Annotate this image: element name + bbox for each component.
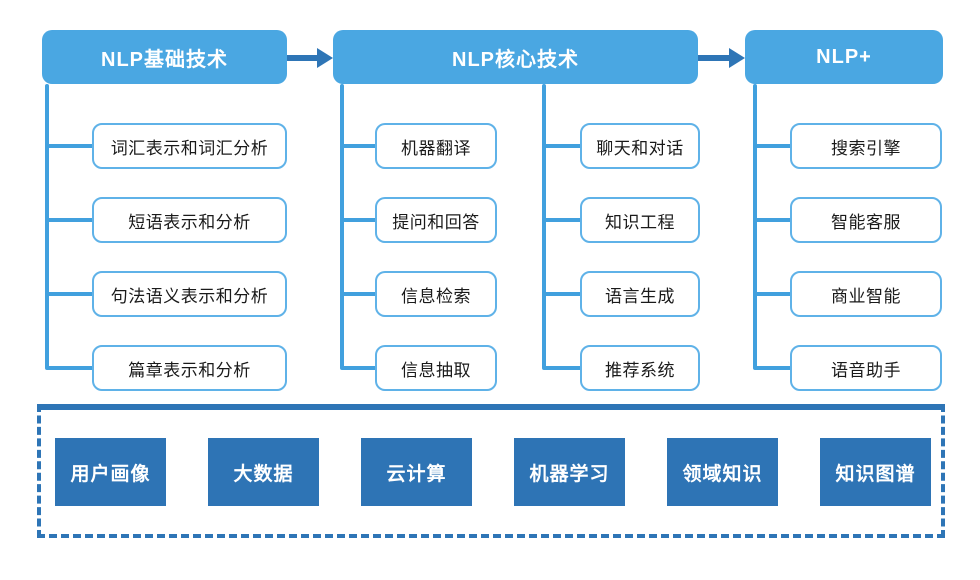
connector-line — [342, 144, 375, 148]
arrow-right-icon — [698, 48, 745, 68]
connector-line — [755, 218, 790, 222]
connector-line — [342, 292, 375, 296]
chip-machine-learning: 机器学习 — [514, 438, 625, 506]
node-syntax-semantics: 句法语义表示和分析 — [92, 271, 287, 317]
connector-line — [342, 218, 375, 222]
connector-line — [47, 144, 92, 148]
node-knowledge-engineering: 知识工程 — [580, 197, 700, 243]
node-voice-assistant: 语音助手 — [790, 345, 942, 391]
connector-line — [544, 366, 580, 370]
connector-line — [544, 292, 580, 296]
connector-line — [544, 218, 580, 222]
connector-line — [340, 84, 344, 370]
node-recommender-system: 推荐系统 — [580, 345, 700, 391]
node-machine-translation: 机器翻译 — [375, 123, 497, 169]
node-information-retrieval: 信息检索 — [375, 271, 497, 317]
node-phrase-representation: 短语表示和分析 — [92, 197, 287, 243]
connector-line — [47, 218, 92, 222]
connector-line — [342, 366, 375, 370]
connector-line — [755, 144, 790, 148]
node-question-answering: 提问和回答 — [375, 197, 497, 243]
stage-header-nlp-core: NLP核心技术 — [333, 30, 698, 84]
node-chat-dialogue: 聊天和对话 — [580, 123, 700, 169]
node-information-extraction: 信息抽取 — [375, 345, 497, 391]
arrow-right-icon — [287, 48, 333, 68]
node-language-generation: 语言生成 — [580, 271, 700, 317]
connector-line — [753, 84, 757, 370]
chip-domain-knowledge: 领域知识 — [667, 438, 778, 506]
stage-header-nlp-basic: NLP基础技术 — [42, 30, 287, 84]
chip-knowledge-graph: 知识图谱 — [820, 438, 931, 506]
chip-cloud-computing: 云计算 — [361, 438, 472, 506]
chip-user-profile: 用户画像 — [55, 438, 166, 506]
connector-line — [47, 366, 92, 370]
connector-line — [544, 144, 580, 148]
stage-header-nlp-plus: NLP+ — [745, 30, 943, 84]
node-search-engine: 搜索引擎 — [790, 123, 942, 169]
chip-big-data: 大数据 — [208, 438, 319, 506]
connector-line — [47, 292, 92, 296]
connector-line — [755, 366, 790, 370]
connector-line — [45, 84, 49, 370]
foundation-container: 用户画像 大数据 云计算 机器学习 领域知识 知识图谱 — [37, 404, 945, 538]
connector-line — [755, 292, 790, 296]
node-lexical-representation: 词汇表示和词汇分析 — [92, 123, 287, 169]
connector-line — [542, 84, 546, 370]
node-business-intelligence: 商业智能 — [790, 271, 942, 317]
node-discourse-representation: 篇章表示和分析 — [92, 345, 287, 391]
node-smart-customer-service: 智能客服 — [790, 197, 942, 243]
